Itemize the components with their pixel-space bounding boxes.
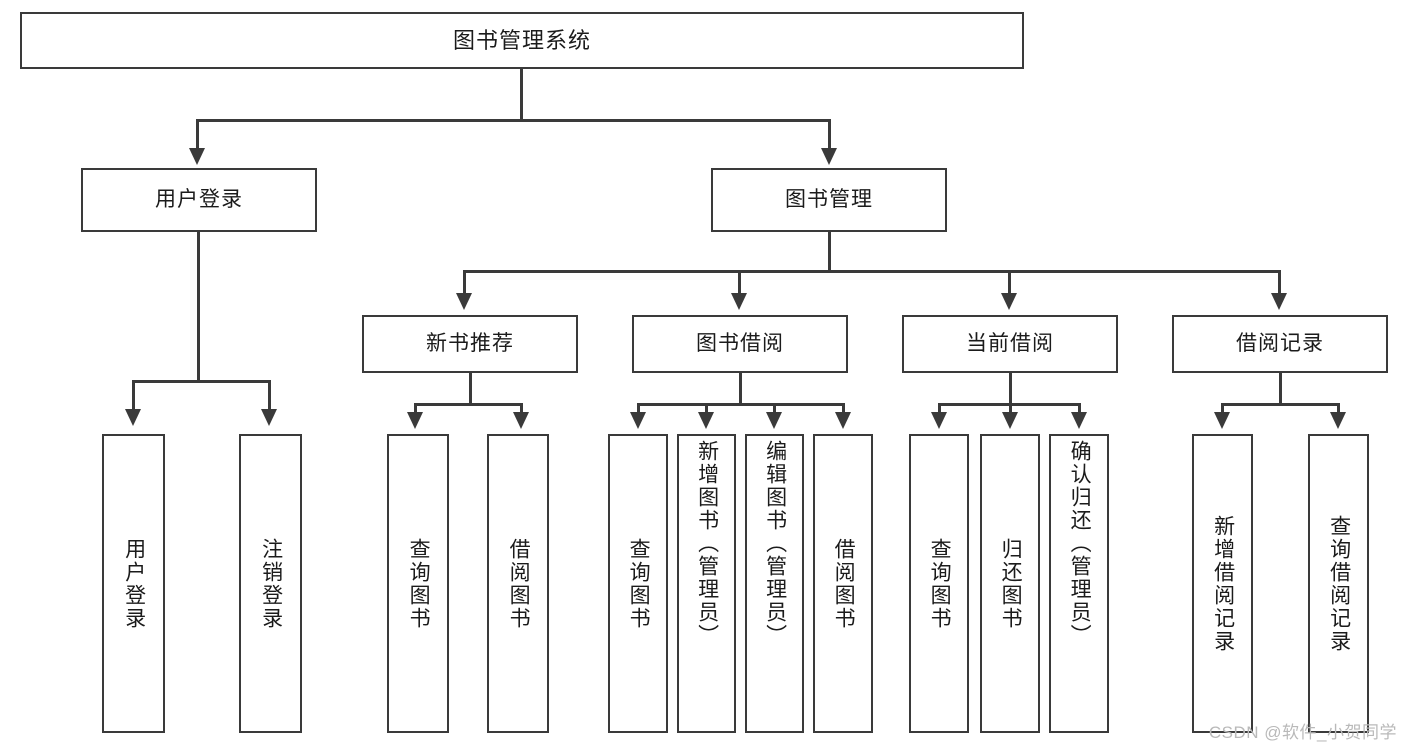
node-label: 查询图书	[627, 537, 651, 630]
leaf-user-login[interactable]: 用户登录	[102, 434, 165, 733]
node-root-library-system[interactable]: 图书管理系统	[20, 12, 1024, 69]
leaf-query-book-new-recommend[interactable]: 查询图书	[387, 434, 449, 733]
arrow-new-book-to-leaf1	[407, 412, 423, 429]
arrow-new-book-to-leaf2	[513, 412, 529, 429]
leaf-confirm-return-admin[interactable]: 确认归还（管理员）	[1049, 434, 1109, 733]
edge-user-login-stem	[197, 232, 200, 382]
node-label: 新增借阅记录	[1211, 514, 1235, 653]
node-label: 新书推荐	[426, 331, 514, 355]
edge-current-borrow-to-leaf3	[1078, 403, 1081, 415]
edge-book-manage-bus	[463, 270, 1281, 273]
edge-root-bus	[196, 119, 831, 122]
edge-book-manage-stem	[828, 232, 831, 272]
arrow-current-borrow-to-leaf2	[1002, 412, 1018, 429]
node-label: 图书管理系统	[452, 27, 591, 53]
arrow-book-borrow-to-leaf1	[630, 412, 646, 429]
arrow-user-login-to-leaf2	[261, 409, 277, 426]
edge-new-book-to-leaf1	[414, 403, 417, 415]
arrow-root-to-user-login	[189, 148, 205, 165]
edge-borrow-record-stem	[1279, 373, 1282, 405]
arrow-book-borrow-to-leaf3	[766, 412, 782, 429]
leaf-borrow-book-borrow[interactable]: 借阅图书	[813, 434, 873, 733]
node-label: 编辑图书（管理员）	[763, 440, 787, 647]
node-label: 查询图书	[407, 537, 431, 630]
edge-book-manage-to-l3-3	[1008, 270, 1011, 296]
edge-borrow-record-to-leaf1	[1221, 403, 1224, 415]
edge-book-borrow-to-leaf1	[637, 403, 640, 415]
leaf-logout[interactable]: 注销登录	[239, 434, 302, 733]
edge-book-manage-to-l3-1	[463, 270, 466, 296]
arrow-current-borrow-to-leaf1	[931, 412, 947, 429]
edge-new-book-to-leaf2	[520, 403, 523, 415]
edge-current-borrow-stem	[1009, 373, 1012, 405]
node-current-borrow[interactable]: 当前借阅	[902, 315, 1118, 373]
edge-book-borrow-stem	[739, 373, 742, 405]
leaf-add-book-admin[interactable]: 新增图书（管理员）	[677, 434, 736, 733]
arrow-root-to-book-manage	[821, 148, 837, 165]
leaf-add-borrow-record[interactable]: 新增借阅记录	[1192, 434, 1253, 733]
edge-new-book-bus	[414, 403, 523, 406]
node-label: 图书管理	[785, 187, 873, 211]
node-label: 确认归还（管理员）	[1068, 440, 1092, 647]
edge-new-book-stem	[469, 373, 472, 405]
edge-user-login-to-leaf2	[268, 380, 271, 412]
leaf-return-book[interactable]: 归还图书	[980, 434, 1040, 733]
arrow-book-manage-to-l3-2	[731, 293, 747, 310]
edge-current-borrow-to-leaf2	[1009, 403, 1012, 415]
arrow-user-login-to-leaf1	[125, 409, 141, 426]
arrow-current-borrow-to-leaf3	[1071, 412, 1087, 429]
arrow-borrow-record-to-leaf2	[1330, 412, 1346, 429]
node-new-book-recommend[interactable]: 新书推荐	[362, 315, 578, 373]
node-book-borrow[interactable]: 图书借阅	[632, 315, 848, 373]
edge-book-manage-to-l3-4	[1278, 270, 1281, 296]
node-user-login[interactable]: 用户登录	[81, 168, 317, 232]
node-label: 当前借阅	[966, 331, 1054, 355]
edge-book-borrow-to-leaf4	[842, 403, 845, 415]
edge-current-borrow-to-leaf1	[938, 403, 941, 415]
arrow-book-manage-to-l3-1	[456, 293, 472, 310]
node-label: 用户登录	[122, 537, 146, 630]
edge-user-login-to-leaf1	[132, 380, 135, 412]
leaf-borrow-book-new-recommend[interactable]: 借阅图书	[487, 434, 549, 733]
node-label: 借阅记录	[1236, 331, 1324, 355]
leaf-query-book-current[interactable]: 查询图书	[909, 434, 969, 733]
arrow-book-manage-to-l3-3	[1001, 293, 1017, 310]
node-borrow-record[interactable]: 借阅记录	[1172, 315, 1388, 373]
edge-book-borrow-bus	[637, 403, 845, 406]
edge-root-stem	[520, 69, 523, 121]
arrow-book-borrow-to-leaf4	[835, 412, 851, 429]
arrow-borrow-record-to-leaf1	[1214, 412, 1230, 429]
csdn-watermark: CSDN @软件_小贺同学	[1208, 723, 1397, 742]
edge-book-manage-to-l3-2	[738, 270, 741, 296]
arrow-book-manage-to-l3-4	[1271, 293, 1287, 310]
edge-borrow-record-bus	[1221, 403, 1340, 406]
edge-user-login-bus	[132, 380, 271, 383]
node-label: 归还图书	[999, 537, 1023, 630]
edge-book-borrow-to-leaf2	[705, 403, 708, 415]
node-label: 查询借阅记录	[1327, 514, 1351, 653]
edge-root-to-book-manage	[828, 119, 831, 151]
node-label: 借阅图书	[832, 537, 856, 630]
node-label: 新增图书（管理员）	[695, 440, 719, 647]
node-label: 注销登录	[259, 537, 283, 630]
leaf-edit-book-admin[interactable]: 编辑图书（管理员）	[745, 434, 804, 733]
edge-root-to-user-login	[196, 119, 199, 151]
node-book-management[interactable]: 图书管理	[711, 168, 947, 232]
node-label: 查询图书	[928, 537, 952, 630]
node-label: 借阅图书	[507, 537, 531, 630]
leaf-query-book-borrow[interactable]: 查询图书	[608, 434, 668, 733]
edge-book-borrow-to-leaf3	[773, 403, 776, 415]
arrow-book-borrow-to-leaf2	[698, 412, 714, 429]
leaf-query-borrow-record[interactable]: 查询借阅记录	[1308, 434, 1369, 733]
edge-borrow-record-to-leaf2	[1337, 403, 1340, 415]
node-label: 用户登录	[155, 187, 243, 211]
node-label: 图书借阅	[696, 331, 784, 355]
